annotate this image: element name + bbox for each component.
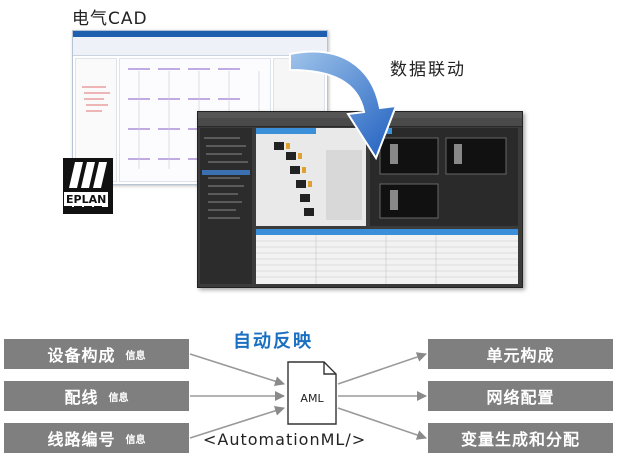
- data-sync-arrow: [289, 50, 398, 161]
- box-unit-config-main: 单元构成: [486, 346, 555, 365]
- box-variable-generation: 变量生成和分配: [428, 423, 613, 453]
- arrow-aml-to-variable: [337, 407, 427, 440]
- box-device-config-sub: 信息: [125, 350, 146, 362]
- studio-ethercat-config: [256, 128, 366, 226]
- automationml-caption: <AutomationML/>: [203, 430, 367, 449]
- box-network-config: 网络配置: [428, 381, 613, 411]
- eplan-logo-text: EPLAN: [64, 192, 109, 207]
- box-unit-config: 单元构成: [428, 339, 613, 369]
- studio-window-screenshot: [197, 111, 523, 288]
- aml-document-label: AML: [300, 392, 324, 405]
- box-wiring-sub: 信息: [108, 392, 129, 404]
- studio-table-rows: [256, 229, 518, 284]
- studio-multiview-explorer: [200, 128, 252, 284]
- studio-tree-lines: [202, 137, 250, 219]
- eplan-logo-bar-icon: [64, 206, 102, 212]
- studio-device-images: [370, 128, 507, 219]
- box-device-config-main: 设备构成: [47, 346, 116, 365]
- studio-variable-table: [256, 229, 518, 284]
- arrow-line-to-aml: [189, 405, 285, 439]
- sync-arrow-shape: [289, 50, 398, 161]
- box-variable-generation-main: 变量生成和分配: [460, 430, 580, 449]
- box-wiring: 配线 信息: [4, 381, 189, 411]
- box-device-config: 设备构成 信息: [4, 339, 189, 369]
- box-line-number-main: 线路编号: [47, 430, 116, 449]
- cad-titlebar: [73, 31, 327, 37]
- box-wiring-main: 配线: [64, 388, 99, 407]
- arrow-aml-to-unit: [337, 352, 427, 385]
- arrow-device-to-aml: [189, 353, 285, 387]
- box-network-config-main: 网络配置: [486, 388, 555, 407]
- cad-ribbon: [73, 37, 327, 56]
- auto-reflect-title: 自动反映: [233, 331, 313, 352]
- eplan-logo-mark-icon: [69, 162, 107, 188]
- electric-cad-label: 电气CAD: [72, 9, 148, 29]
- studio-device-view: [370, 128, 518, 226]
- cad-tree-lines: [82, 86, 110, 112]
- aml-document-fold: [323, 362, 336, 375]
- data-sync-label: 数据联动: [390, 60, 466, 80]
- box-line-number-sub: 信息: [125, 434, 146, 446]
- box-line-number: 线路编号 信息: [4, 423, 189, 453]
- aml-document-icon: [287, 361, 337, 425]
- flow-connectors: AML: [189, 352, 427, 440]
- studio-network-tree: [256, 128, 362, 220]
